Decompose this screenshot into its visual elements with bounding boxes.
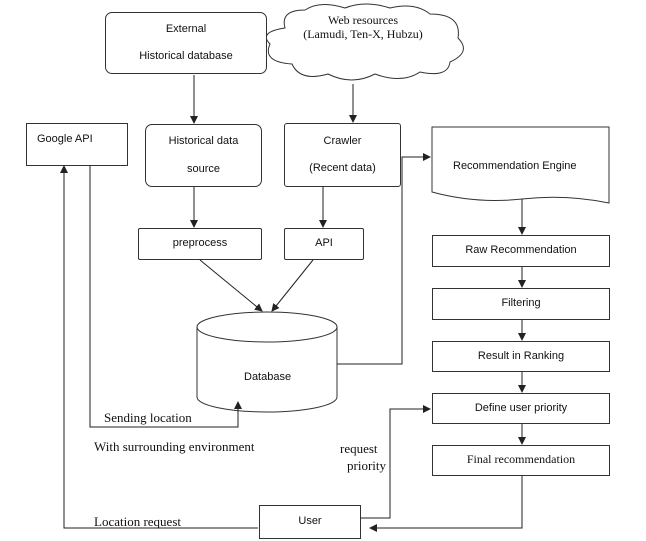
request-priority-label-line2: priority [347,458,386,473]
final-recommendation-label: Final recommendation [466,452,576,466]
user-node: User [259,505,361,539]
crawler-line2: (Recent data) [309,162,376,174]
raw-recommendation-node: Raw Recommendation [432,235,610,267]
location-request-label: Location request [94,514,181,529]
web-resources-line1: Web resources [327,13,398,27]
arrow-user-to-priority [361,405,431,519]
user-label: User [298,515,322,528]
preprocess-label: preprocess [172,237,228,250]
database-cylinder [196,311,338,413]
external-db-line2: Historical database [139,50,233,62]
historical-source-line2: source [186,162,221,175]
historical-data-source-node: Historical data source [145,124,262,187]
preprocess-node: preprocess [138,228,262,260]
filtering-label: Filtering [501,297,541,310]
recommendation-engine-label: Recommendation Engine [453,160,577,172]
external-historical-database-node: External Historical database [105,12,267,74]
google-api-label: Google API [37,133,93,145]
arrow-final-to-user [369,476,523,532]
request-priority-label-line1: request [340,441,378,456]
api-node: API [284,228,364,260]
api-label: API [315,237,333,250]
web-resources-cloud [265,3,464,81]
crawler-node: Crawler (Recent data) [284,123,401,187]
final-recommendation-node: Final recommendation [432,445,610,476]
database-label: Database [244,371,292,383]
define-priority-label: Define user priority [474,401,568,414]
result-ranking-label: Result in Ranking [477,349,565,362]
arrow-api-to-database [271,259,314,312]
crawler-line1: Crawler [323,134,362,147]
arrow-sending-location [89,166,242,428]
google-api-node: Google API [26,123,128,166]
raw-recommendation-label: Raw Recommendation [465,244,577,257]
arrow-database-to-engine [337,153,431,365]
external-db-line1: External [165,22,207,35]
result-in-ranking-node: Result in Ranking [432,341,610,372]
sending-location-label: Sending location [104,410,192,425]
filtering-node: Filtering [432,288,610,320]
recommendation-engine-shape [431,126,610,204]
arrow-location-request [60,165,258,529]
historical-source-line1: Historical data [168,135,239,148]
with-surrounding-environment-label: With surrounding environment [94,439,255,454]
arrow-preprocess-to-database [199,259,263,312]
web-resources-label: Web resources (Lamudi, Ten-X, Hubzu) [283,13,443,42]
web-resources-line2: (Lamudi, Ten-X, Hubzu) [303,27,423,42]
define-user-priority-node: Define user priority [432,393,610,424]
